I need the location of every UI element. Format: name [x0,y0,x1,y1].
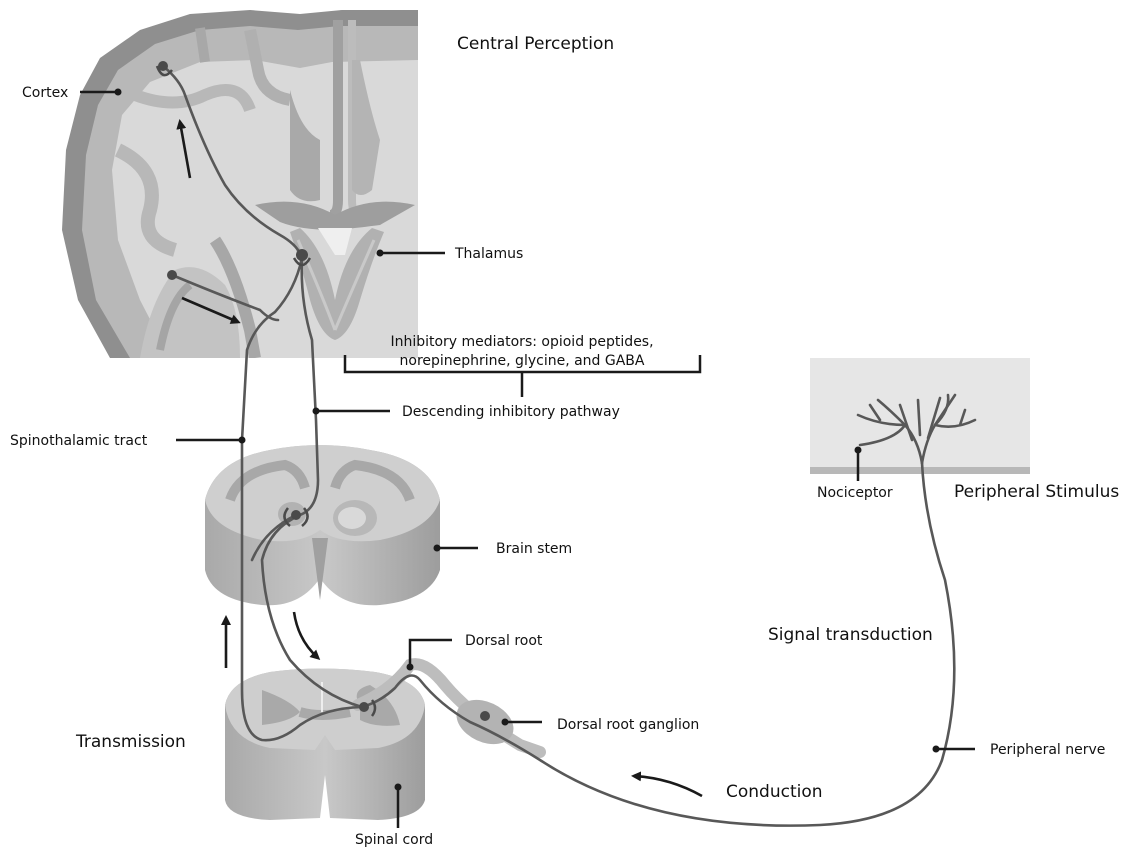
label-inhibitory-mediators-1: Inhibitory mediators: opioid peptides, [390,334,653,350]
label-spinal-cord: Spinal cord [355,832,433,847]
stage-signal-transduction: Signal transduction [768,625,933,645]
arrow-icon [634,776,702,796]
label-thalamus: Thalamus [454,246,523,262]
label-dorsal-root: Dorsal root [465,633,543,649]
label-peripheral-nerve: Peripheral nerve [990,742,1105,758]
label-descending-pathway: Descending inhibitory pathway [402,404,620,420]
stage-central-perception: Central Perception [457,34,614,54]
peripheral-stimulus-panel [810,358,1030,474]
label-brain-stem: Brain stem [496,541,572,557]
label-dorsal-root-ganglion: Dorsal root ganglion [557,717,699,733]
spinal-cord-illustration [225,664,540,820]
label-inhibitory-mediators-2: norepinephrine, glycine, and GABA [400,353,645,369]
arrow-icon [294,612,318,658]
label-nociceptor: Nociceptor [817,485,893,501]
label-cortex: Cortex [22,85,68,101]
brain-stem-illustration [205,445,440,605]
brain-illustration [62,10,418,358]
label-spinothalamic-tract: Spinothalamic tract [10,433,148,449]
stage-conduction: Conduction [726,782,823,802]
stage-peripheral-stimulus: Peripheral Stimulus [954,482,1119,502]
stage-transmission: Transmission [75,732,186,752]
